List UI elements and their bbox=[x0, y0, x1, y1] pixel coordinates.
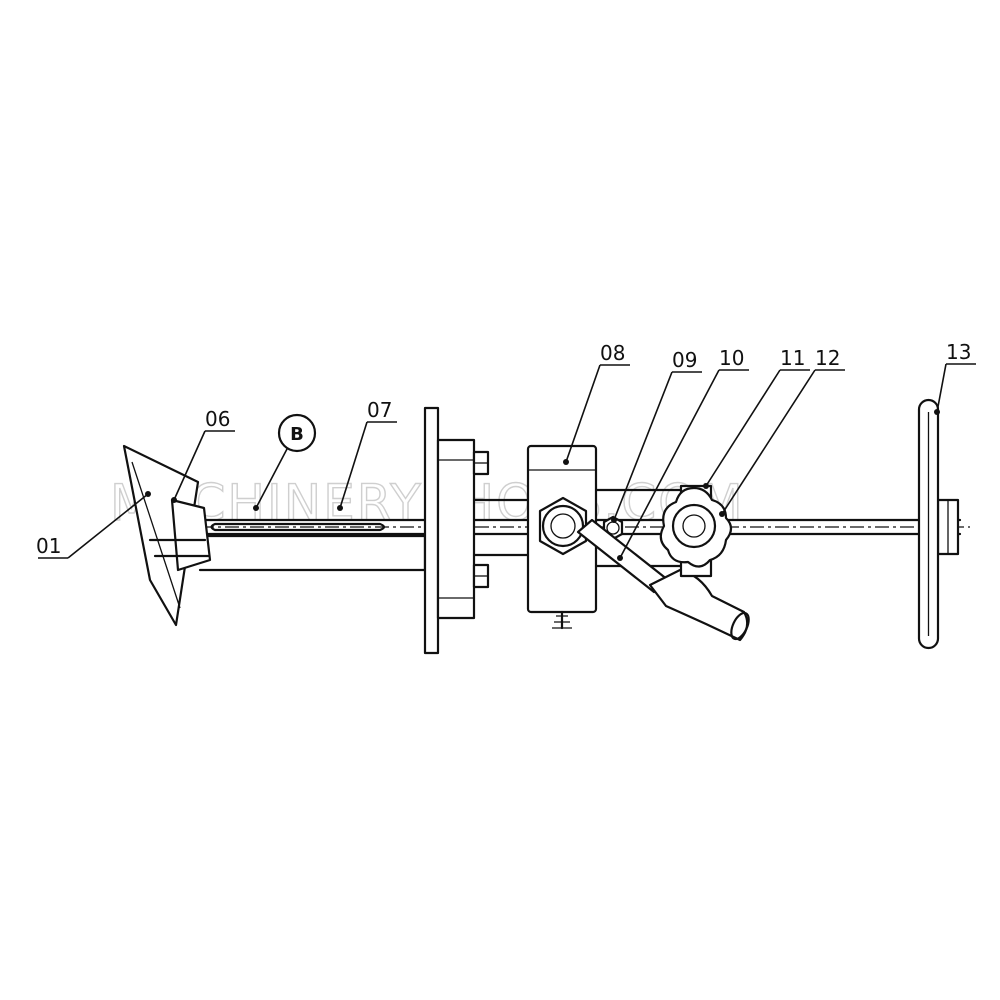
callout-10-label: 10 bbox=[719, 346, 744, 370]
part-13-handwheel bbox=[917, 398, 940, 650]
housing-hex-nut bbox=[538, 496, 588, 556]
callout-06: 06 bbox=[171, 407, 235, 503]
callout-01: 01 bbox=[36, 491, 151, 559]
callout-09: 09 bbox=[611, 348, 702, 523]
part-06-blade-holder bbox=[148, 498, 212, 572]
callout-13-label: 13 bbox=[946, 340, 971, 364]
shaft-end-collar bbox=[936, 498, 960, 556]
callout-08-label: 08 bbox=[600, 341, 625, 365]
callout-11: 11 bbox=[703, 346, 810, 489]
part-01-blade bbox=[122, 444, 200, 627]
part-10-lever-arm bbox=[576, 518, 750, 642]
drain-plug bbox=[552, 610, 572, 630]
flange-bolt-top bbox=[472, 450, 490, 476]
callout-06-label: 06 bbox=[205, 407, 230, 431]
callout-12-label: 12 bbox=[815, 346, 840, 370]
callout-07-label: 07 bbox=[367, 398, 392, 422]
part-12-star-knob bbox=[659, 486, 733, 568]
callout-b-leader bbox=[253, 448, 288, 511]
detail-marker-b: B bbox=[277, 413, 317, 453]
detail-marker-label: B bbox=[290, 424, 304, 445]
callout-11-label: 11 bbox=[780, 346, 805, 370]
callout-13: 13 bbox=[934, 340, 976, 415]
callout-07: 07 bbox=[337, 398, 397, 511]
callout-08: 08 bbox=[563, 341, 630, 465]
callout-12: 12 bbox=[719, 346, 845, 517]
mounting-flange bbox=[423, 406, 530, 655]
flange-bolt-bottom bbox=[472, 563, 490, 589]
callout-10: 10 bbox=[617, 346, 749, 561]
callout-09-label: 09 bbox=[672, 348, 697, 372]
callout-01-label: 01 bbox=[36, 534, 61, 558]
